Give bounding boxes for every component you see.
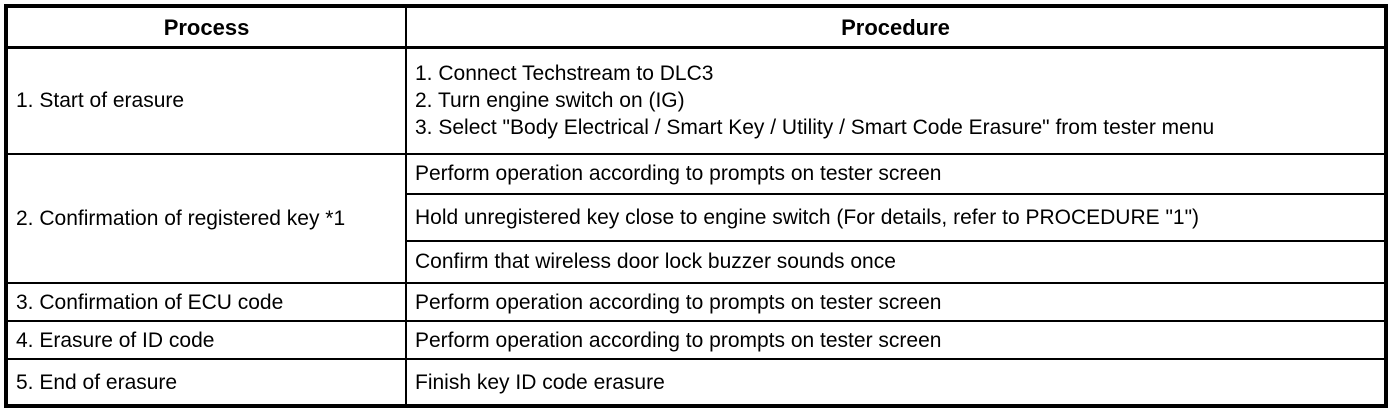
table-header-row: Process Procedure: [5, 5, 1387, 49]
procedure-line: 3. Select "Body Electrical / Smart Key /…: [415, 116, 1215, 140]
procedure-cell: 1. Connect Techstream to DLC3 2. Turn en…: [405, 46, 1387, 155]
table-row: Hold unregistered key close to engine sw…: [6, 192, 1387, 242]
table-row: 2. Confirmation of registered key *1 Per…: [5, 152, 1387, 284]
procedure-cell: Finish key ID code erasure: [405, 358, 1387, 407]
procedure-cell: Perform operation according to prompts o…: [405, 152, 1387, 195]
process-cell-confirmation-of-registered-key: 2. Confirmation of registered key *1: [5, 152, 407, 284]
procedure-cell: Confirm that wireless door lock buzzer s…: [405, 239, 1387, 284]
table-row: 1. Start of erasure 1. Connect Techstrea…: [5, 46, 1387, 155]
process-cell-confirmation-of-ecu-code: 3. Confirmation of ECU code: [5, 281, 407, 323]
procedure-cell: Hold unregistered key close to engine sw…: [405, 192, 1387, 242]
column-header-procedure: Procedure: [405, 5, 1387, 49]
procedure-cell: Perform operation according to prompts o…: [405, 320, 1387, 361]
procedure-cell: Perform operation according to prompts o…: [405, 281, 1387, 323]
process-cell-erasure-of-id-code: 4. Erasure of ID code: [5, 320, 407, 361]
table-row: 4. Erasure of ID code Perform operation …: [5, 320, 1387, 361]
table-row: Confirm that wireless door lock buzzer s…: [6, 239, 1387, 284]
process-cell-start-of-erasure: 1. Start of erasure: [5, 46, 407, 155]
column-header-process: Process: [5, 5, 407, 49]
procedure-line: 1. Connect Techstream to DLC3: [415, 62, 714, 86]
procedure-line: 2. Turn engine switch on (IG): [415, 89, 685, 113]
process-cell-end-of-erasure: 5. End of erasure: [5, 358, 407, 407]
table-row: 5. End of erasure Finish key ID code era…: [5, 358, 1387, 407]
process-procedure-table: Process Procedure 1. Start of erasure 1.…: [4, 4, 1388, 408]
table-row: 3. Confirmation of ECU code Perform oper…: [5, 281, 1387, 323]
